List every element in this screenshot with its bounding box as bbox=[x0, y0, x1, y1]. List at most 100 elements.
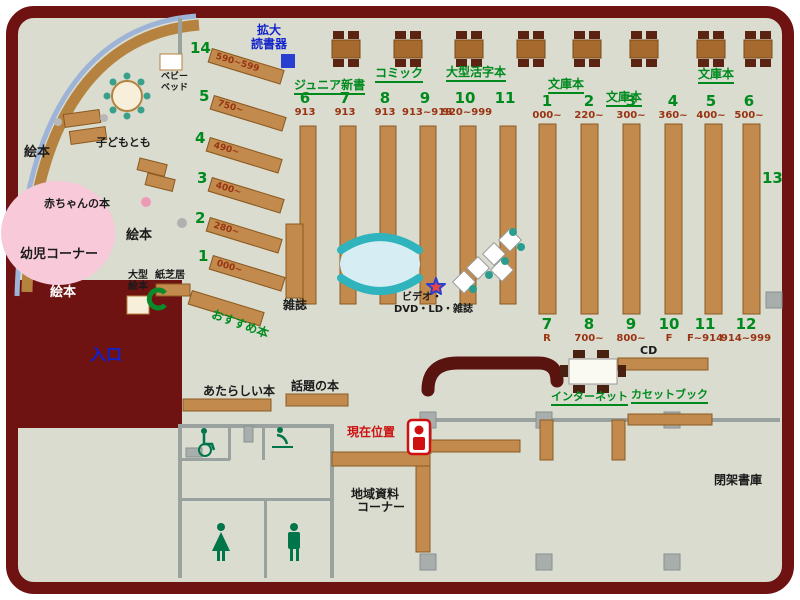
you-are-here-marker bbox=[406, 418, 432, 456]
video-label-line2: DVD・LD・雑誌 bbox=[394, 304, 474, 315]
stack-range: 500~ bbox=[734, 109, 764, 121]
man-icon bbox=[288, 523, 300, 561]
local-history-shelf bbox=[331, 451, 431, 467]
section-bunko-3: 文庫本 bbox=[698, 67, 735, 85]
stack-range: 914~999 bbox=[720, 332, 772, 344]
baby-books-label: 赤ちゃんの本 bbox=[44, 197, 110, 210]
topic-books-shelf bbox=[285, 393, 349, 407]
stack-number: 7 bbox=[541, 315, 553, 333]
stack-number: 12 bbox=[735, 315, 757, 333]
stack-range: 913~919 bbox=[402, 106, 453, 118]
internet-label: インターネット bbox=[551, 390, 628, 407]
shelf-2-number: 2 bbox=[195, 209, 206, 227]
cassette-books-label: カセットブック bbox=[631, 388, 708, 405]
magnifier-label-line2: 読書器 bbox=[251, 37, 288, 51]
stack-number: 11 bbox=[694, 315, 716, 333]
kids-corner-marker bbox=[146, 287, 167, 311]
stack-11: 11 bbox=[484, 90, 526, 107]
stack-range: R bbox=[543, 332, 551, 344]
section-large-print: 大型活字本 bbox=[446, 65, 507, 83]
closed-stacks-label: 閉架書庫 bbox=[714, 473, 763, 487]
stack-range: 000~ bbox=[532, 109, 562, 121]
stack-number: 9 bbox=[625, 315, 637, 333]
kids-furniture bbox=[54, 108, 187, 228]
stack-13-number: 13 bbox=[762, 169, 783, 187]
local-history-label-line1: 地域資料 bbox=[351, 487, 400, 501]
stack-number: 5 bbox=[705, 92, 717, 110]
stack-number: 2 bbox=[583, 92, 595, 110]
stack-number: 9 bbox=[419, 89, 431, 107]
kids-books-label: 子どもとも bbox=[96, 136, 151, 149]
local-history-label-line2: コーナー bbox=[357, 500, 406, 514]
shelf-4-number: 4 bbox=[195, 129, 206, 147]
stack-range: 913 bbox=[294, 106, 316, 118]
stack-number: 8 bbox=[379, 89, 391, 107]
service-counter bbox=[421, 356, 564, 397]
baby-bed-label-line2: ベッド bbox=[161, 83, 189, 93]
new-books-shelf bbox=[182, 398, 272, 412]
magazine-shelf bbox=[285, 223, 304, 299]
shelf-1-number: 1 bbox=[198, 247, 209, 265]
stack-number: 6 bbox=[299, 89, 311, 107]
toddler-corner-label: 幼児コーナー bbox=[20, 247, 99, 262]
stack-range: F bbox=[665, 332, 673, 344]
shelf-5-number: 5 bbox=[199, 87, 210, 105]
large-picture-books-line2: 絵本 bbox=[128, 281, 148, 292]
stack-range: 920~999 bbox=[442, 106, 493, 118]
kamishibai-label: 紙芝居 bbox=[155, 270, 185, 281]
cd-shelf bbox=[617, 357, 709, 371]
picture-books-label-top: 絵本 bbox=[24, 145, 51, 160]
stack-number: 4 bbox=[667, 92, 679, 110]
stack-range: 800~ bbox=[616, 332, 646, 344]
baby-bed-label-line1: ベビー bbox=[161, 72, 189, 82]
kids-round-table bbox=[103, 72, 151, 120]
section-comic: コミック bbox=[375, 66, 424, 84]
stack-range: F~914 bbox=[686, 332, 724, 344]
stack-number: 1 bbox=[541, 92, 553, 110]
baby-changing-icon bbox=[272, 427, 293, 448]
picture-books-label-bottom: 絵本 bbox=[50, 285, 77, 300]
magnifier-label-line1: 拡大 bbox=[257, 23, 282, 37]
curved-benches bbox=[337, 233, 423, 295]
stack-range: 220~ bbox=[574, 109, 604, 121]
new-books-label: あたらしい本 bbox=[203, 384, 276, 398]
stack-range: 300~ bbox=[616, 109, 646, 121]
stack-number: 11 bbox=[494, 89, 516, 107]
magazines-label: 雑誌 bbox=[283, 298, 308, 312]
stack-number: 8 bbox=[583, 315, 595, 333]
you-are-here-label: 現在位置 bbox=[347, 425, 396, 439]
toddler-corner-area bbox=[1, 181, 115, 285]
large-picture-books-line1: 大型 bbox=[128, 270, 148, 281]
section-junior-shinsho: ジュニア新書 bbox=[294, 78, 366, 96]
topic-books-label: 話題の本 bbox=[291, 379, 340, 393]
stack-number: 6 bbox=[743, 92, 755, 110]
bookshelves bbox=[155, 123, 761, 553]
section-bunko-1: 文庫本 bbox=[548, 77, 585, 95]
stack-number: 3 bbox=[625, 92, 637, 110]
baby-bed bbox=[159, 53, 183, 71]
video-label-line1: ビデオ・ bbox=[402, 292, 442, 303]
magnifier-device-icon bbox=[281, 54, 295, 68]
stack-number: 10 bbox=[454, 89, 476, 107]
stack-range: 360~ bbox=[658, 109, 688, 121]
reading-tables bbox=[331, 31, 773, 67]
stack-range: 913 bbox=[334, 106, 356, 118]
wheelchair-icon bbox=[198, 428, 216, 457]
stack-range: 913 bbox=[374, 106, 396, 118]
entrance-label: 入口 bbox=[90, 345, 123, 364]
